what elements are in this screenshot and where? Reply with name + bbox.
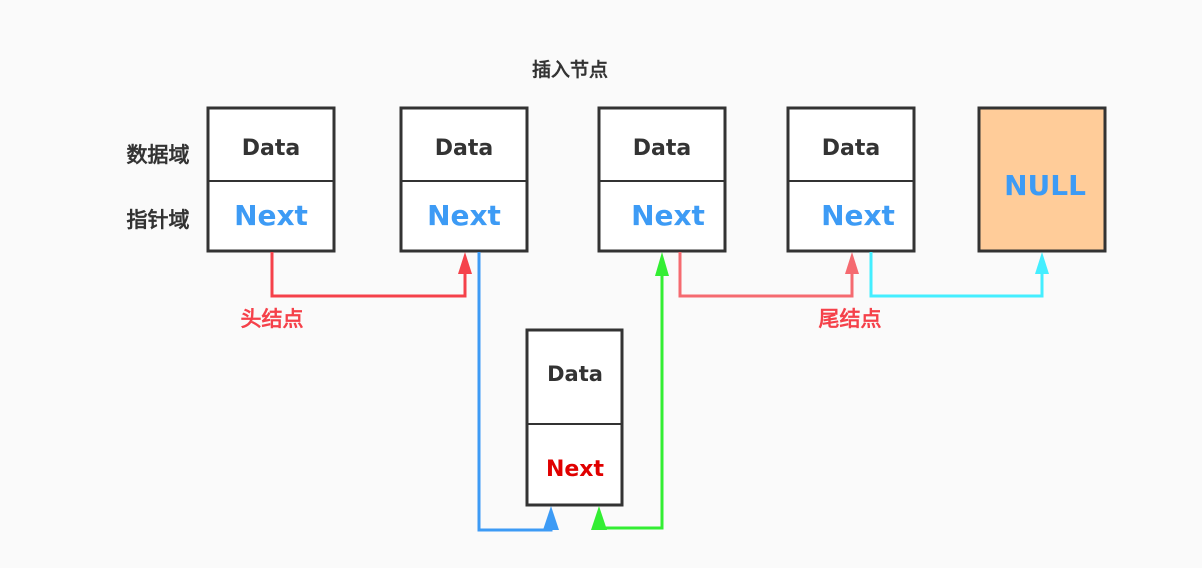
node-1-data: Data [242, 136, 300, 161]
node-4-next: Next [821, 199, 895, 232]
head-arrow-head [458, 252, 472, 274]
head-arrow-line [270, 252, 467, 298]
null-node-box [977, 106, 1107, 253]
data-field-label: 数据域 [127, 143, 190, 167]
tail-arrow [678, 252, 859, 298]
node-1-next: Next [234, 199, 308, 232]
inserted-node-next: Next [546, 457, 605, 482]
green-arrow-head-top [655, 252, 669, 276]
null-arrow-head [1035, 252, 1049, 274]
node-3-next: Next [631, 199, 705, 232]
green-arrow-line [600, 274, 664, 530]
inserted-node-box [525, 328, 624, 507]
insert-arrow-blue [477, 252, 559, 532]
node-3-box [597, 106, 727, 253]
node-2-next: Next [427, 199, 501, 232]
null-node-label: NULL [1004, 169, 1086, 202]
tail-node-label: 尾结点 [819, 307, 882, 331]
node-4-box [786, 106, 916, 253]
null-arrow [869, 252, 1049, 298]
tail-arrow-head [845, 252, 859, 274]
insert-arrow-green [591, 252, 669, 530]
green-arrow-head-bottom [591, 506, 607, 530]
list-node-2: Data Next [399, 106, 529, 253]
list-node-1: Data Next [206, 106, 336, 253]
null-node: NULL [977, 106, 1107, 253]
tail-arrow-line [678, 252, 854, 298]
pointer-field-label: 指针域 [127, 208, 190, 232]
node-3-data: Data [633, 136, 691, 161]
inserted-node-data: Data [547, 362, 603, 386]
blue-arrow-head [543, 506, 559, 530]
head-arrow [270, 252, 472, 298]
list-node-4: Data Next [786, 106, 916, 253]
null-arrow-line [869, 252, 1044, 298]
diagram-title: 插入节点 [532, 59, 608, 81]
node-2-data: Data [435, 136, 493, 161]
node-4-data: Data [822, 136, 880, 161]
inserted-node: Data Next [525, 328, 624, 507]
list-node-3: Data Next [597, 106, 727, 253]
head-node-label: 头结点 [241, 307, 304, 331]
node-1-box [206, 106, 336, 253]
node-2-box [399, 106, 529, 253]
